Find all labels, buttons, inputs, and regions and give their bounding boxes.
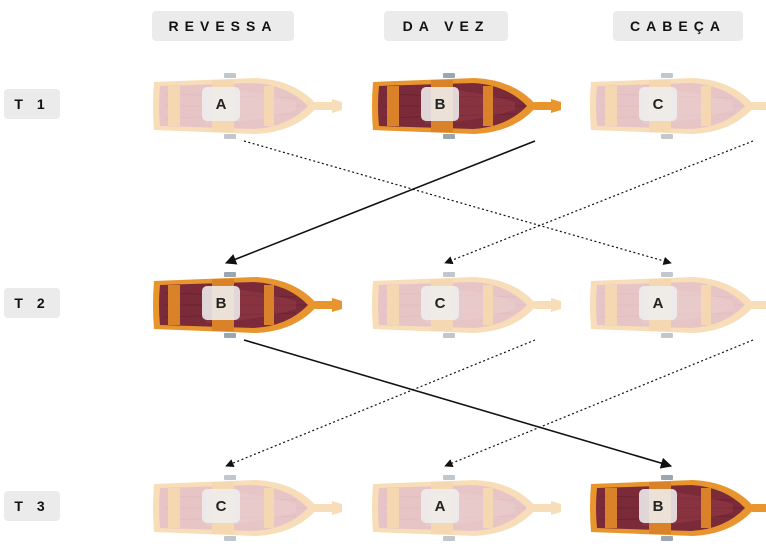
column-header-da-vez: DA VEZ (384, 11, 508, 41)
row-label-t2: T 2 (4, 288, 60, 318)
column-header-label: REVESSA (168, 18, 278, 34)
boat-b-t2: B (146, 267, 356, 343)
row-label-t3: T 3 (4, 491, 60, 521)
boat-c-t2: C (365, 267, 575, 343)
boat-b-t1: B (365, 68, 575, 144)
boat-letter: B (421, 87, 459, 121)
boat-a-t1: A (146, 68, 356, 144)
row-label-t1: T 1 (4, 89, 60, 119)
row-label-text: T 1 (14, 96, 50, 112)
arrow-a-t1-to-t2 (243, 140, 672, 265)
boat-a-t2: A (583, 267, 766, 343)
row-label-text: T 3 (14, 498, 50, 514)
column-header-cabeca: CABEÇA (613, 11, 743, 41)
arrow-c-t2-to-t3 (225, 339, 536, 468)
column-header-label: CABEÇA (630, 18, 726, 34)
boat-letter: A (421, 489, 459, 523)
boat-c-t1: C (583, 68, 766, 144)
boat-icon (153, 272, 342, 338)
boat-letter: A (202, 87, 240, 121)
row-label-text: T 2 (14, 295, 50, 311)
boat-letter: C (639, 87, 677, 121)
arrow-b-t2-to-t3 (243, 339, 673, 469)
column-header-revessa: REVESSA (152, 11, 294, 41)
boat-icon (372, 272, 561, 338)
boat-icon (372, 73, 561, 139)
boat-letter: C (202, 489, 240, 523)
arrow-c-t1-to-t2 (444, 140, 754, 265)
boat-icon (372, 475, 561, 541)
boat-letter: C (421, 286, 459, 320)
boat-icon (153, 73, 342, 139)
boat-b-t3: B (583, 470, 766, 546)
boat-a-t3: A (365, 470, 575, 546)
arrow-a-t2-to-t3 (444, 339, 754, 468)
boat-letter: A (639, 286, 677, 320)
boat-icon (153, 475, 342, 541)
arrow-b-t1-to-t2 (224, 140, 536, 265)
boat-letter: B (202, 286, 240, 320)
boat-c-t3: C (146, 470, 356, 546)
column-header-label: DA VEZ (402, 18, 490, 34)
boat-letter: B (639, 489, 677, 523)
